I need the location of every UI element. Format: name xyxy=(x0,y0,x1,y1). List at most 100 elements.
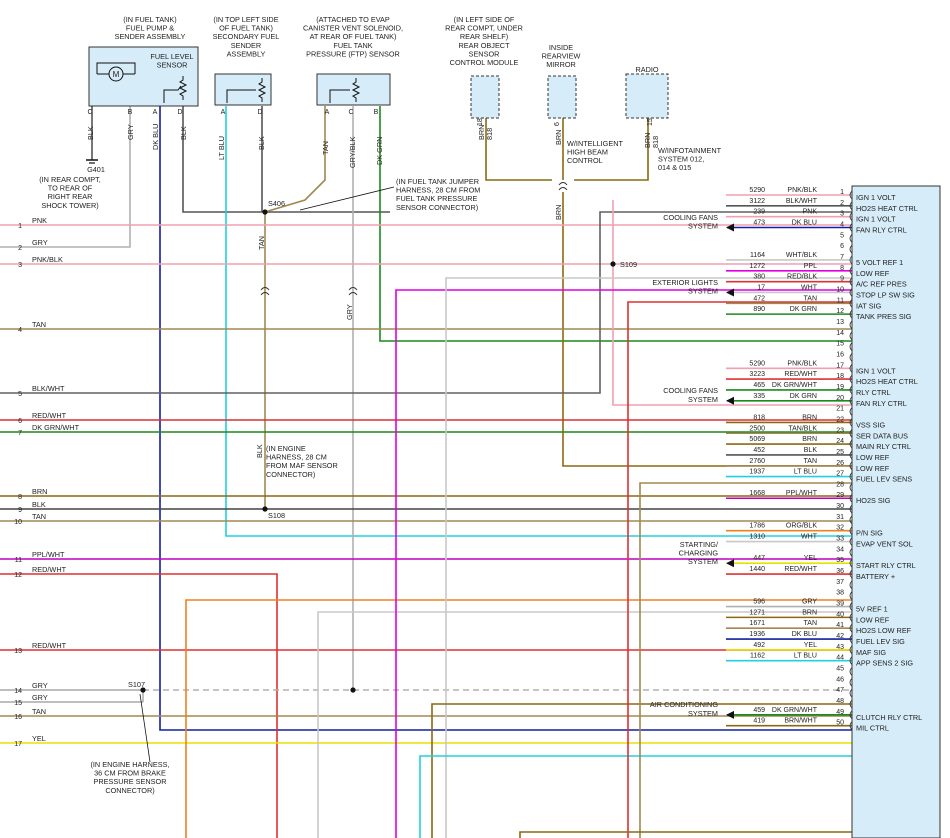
wire-org-blk-pn xyxy=(185,599,852,838)
pcm-function-label: IGN 1 VOLT xyxy=(856,215,896,224)
s406-splice xyxy=(262,209,268,215)
left-pin-number: 16 xyxy=(14,714,22,721)
rear-object-sensor-module xyxy=(470,75,500,119)
wire-label-gry-blk: GRY/BLK xyxy=(348,136,357,168)
radio-option-note: SYSTEM 012, xyxy=(658,155,704,164)
pcm-circuit-number: 1162 xyxy=(750,653,765,660)
pcm-wire-color: BLK/WHT xyxy=(786,198,818,205)
pcm-pin-bracket xyxy=(849,591,853,600)
radio-circuit: 818 xyxy=(651,136,660,148)
pcm-wire-color: PPL xyxy=(804,263,817,270)
pcm-pin-number: 32 xyxy=(836,525,844,532)
pcm-pin-number: 46 xyxy=(836,676,844,683)
pcm-pin-number: 19 xyxy=(836,384,844,391)
left-pin-number: 14 xyxy=(14,688,22,695)
pcm-pin-bracket xyxy=(849,201,853,211)
mirror-option-note: W/INTELLIGENT xyxy=(567,139,623,148)
pcm-pin-number: 42 xyxy=(836,633,844,640)
pcm-pin-number: 16 xyxy=(836,351,844,358)
pcm-function-label: START RLY CTRL xyxy=(856,561,916,570)
pcm-function-label: EVAP VENT SOL xyxy=(856,540,913,549)
wire-label-lt-blu: LT BLU xyxy=(217,136,226,160)
left-pin-number: 4 xyxy=(18,327,22,334)
pcm-pin-bracket xyxy=(849,299,853,308)
pcm-circuit-number: 492 xyxy=(753,642,765,649)
s406-leader xyxy=(299,186,395,211)
left-wire-color: RED/WHT xyxy=(32,565,67,574)
pcm-pin-number: 47 xyxy=(836,687,844,694)
wire-brn-rear-object xyxy=(485,118,552,181)
pcm-wire-color: DK GRN/WHT xyxy=(772,382,818,389)
s107-splice xyxy=(140,687,146,693)
pcm-pin-number: 25 xyxy=(836,449,844,456)
s107-leader xyxy=(139,693,151,763)
fuel-pump-pin-A: A xyxy=(153,109,158,116)
pcm-connector xyxy=(851,185,941,838)
pcm-circuit-number: 1272 xyxy=(749,263,765,270)
pcm-pin-bracket xyxy=(849,580,853,590)
wire-label-brn-2: BRN xyxy=(554,130,563,145)
s108-note: (IN ENGINE xyxy=(266,444,306,453)
pcm-pin-number: 22 xyxy=(836,416,844,423)
pcm-pin-bracket xyxy=(849,342,853,351)
s109-splice xyxy=(610,261,616,267)
mirror-pin: 6 xyxy=(554,122,561,126)
pcm-pin-bracket xyxy=(849,234,853,243)
s107-note: (IN ENGINE HARNESS, xyxy=(90,760,169,769)
pcm-circuit-number: 2500 xyxy=(749,425,765,432)
wire-gry-fuel-pump xyxy=(0,106,131,248)
pcm-pin-bracket xyxy=(849,504,853,514)
inline-connector-3 xyxy=(558,182,568,191)
wire-label-gry: GRY xyxy=(126,124,135,140)
pcm-circuit-number: 380 xyxy=(753,274,765,281)
ftp-resistor xyxy=(351,78,361,102)
pcm-function-label: FAN RLY CTRL xyxy=(856,399,907,408)
wire-label-blk: BLK xyxy=(86,126,95,140)
left-wire-color: GRY xyxy=(32,238,48,247)
pcm-wire-color: PNK/BLK xyxy=(787,360,817,367)
pcm-wire-color: PNK xyxy=(803,209,818,216)
pcm-function-label: A/C REF PRES xyxy=(856,280,907,289)
pcm-wire-color: WHT xyxy=(801,534,818,541)
left-wire-color: GRY xyxy=(32,693,48,702)
left-wire-color: PNK/BLK xyxy=(32,255,63,264)
wire-red-blk-ac xyxy=(627,301,852,838)
pcm-pin-bracket xyxy=(849,656,853,665)
system-label-4: COOLING FANS xyxy=(663,213,718,222)
s107-note: PRESSURE SENSOR xyxy=(94,777,167,786)
pcm-wire-color: LT BLU xyxy=(794,653,817,660)
pcm-circuit-number: 1786 xyxy=(749,523,765,530)
wire-label-blk-2: BLK xyxy=(179,126,188,140)
pcm-wire-color: DK GRN xyxy=(790,306,817,313)
radio-note: RADIO xyxy=(635,65,658,74)
pcm-wire-color: PPL/WHT xyxy=(786,490,818,497)
left-pin-number: 10 xyxy=(14,519,22,526)
pcm-pin-bracket xyxy=(849,374,853,384)
pcm-circuit-number: 1671 xyxy=(749,620,765,627)
pcm-pin-number: 26 xyxy=(836,460,844,467)
pcm-function-label: MAIN RLY CTRL xyxy=(856,442,911,451)
wire-label-tan-2: TAN xyxy=(257,236,266,250)
pcm-circuit-number: 1668 xyxy=(749,490,765,497)
pcm-pin-bracket xyxy=(849,602,853,611)
pcm-circuit-number: 3122 xyxy=(749,198,765,205)
ftp-pin-A: A xyxy=(325,109,330,116)
s406-note: HARNESS, 28 CM FROM xyxy=(396,186,480,195)
pcm-circuit-number: 447 xyxy=(753,555,765,562)
left-wire-color: PPL/WHT xyxy=(32,550,65,559)
pcm-function-label: LOW REF xyxy=(856,464,890,473)
pcm-pin-bracket xyxy=(849,461,853,471)
pcm-pin-bracket xyxy=(849,212,853,221)
pcm-wire-color: BLK xyxy=(804,447,818,454)
ground-note: RIGHT REAR xyxy=(48,192,93,201)
pcm-pin-number: 34 xyxy=(836,546,844,553)
system-arrow-35 xyxy=(726,559,734,568)
s107-id: S107 xyxy=(128,680,145,689)
pcm-pin-bracket xyxy=(849,439,853,449)
system-label-49: SYSTEM xyxy=(688,709,718,718)
wire-brn-radio xyxy=(574,118,649,181)
secondary-sender-note: SENDER xyxy=(231,41,261,50)
gry-junction xyxy=(350,687,356,693)
left-pin-number: 6 xyxy=(18,418,22,425)
pcm-function-label: TANK PRES SIG xyxy=(856,312,912,321)
